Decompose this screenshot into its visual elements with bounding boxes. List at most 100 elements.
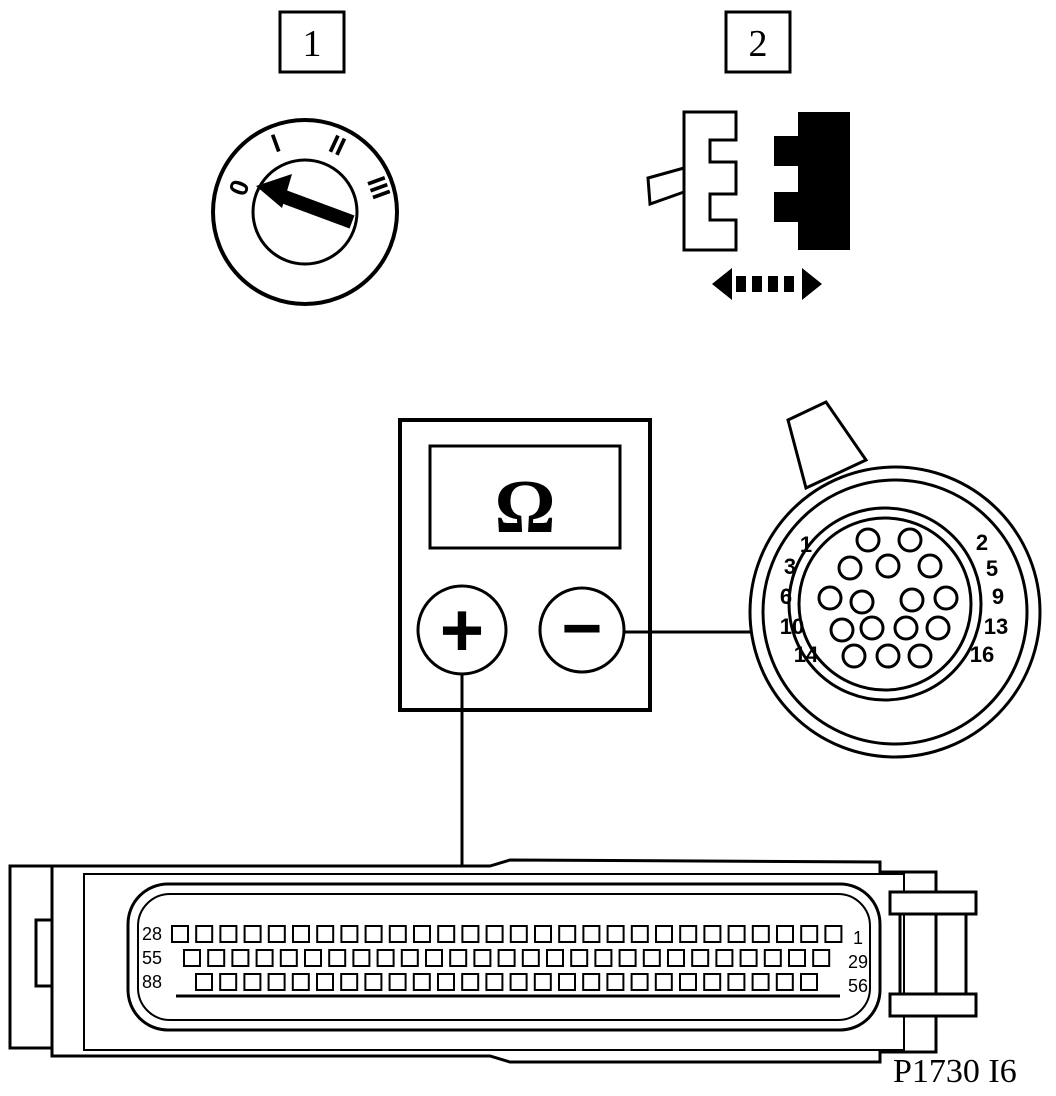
ecu-row-label-56: 56 (848, 976, 868, 996)
ecu-row-label-1: 1 (853, 928, 863, 948)
ecu-pin (812, 949, 831, 967)
ecu-pin (340, 925, 359, 943)
ecu-pin (570, 949, 589, 967)
ecu-pin (630, 973, 649, 991)
ecu-pin (800, 973, 818, 991)
ecu-pin (751, 925, 770, 943)
ecu-pin (207, 949, 226, 967)
ecu-pin (703, 925, 722, 943)
ecu-pin (316, 925, 335, 943)
ecu-pin (727, 925, 746, 943)
ecu-pin (582, 973, 601, 991)
ecu-pin (292, 925, 310, 943)
ecu-pin (824, 925, 843, 943)
ecu-pin (352, 949, 371, 967)
ecu-pin (667, 949, 685, 967)
ecu-pin (775, 973, 794, 991)
ecu-pin (788, 949, 806, 967)
ecu-pin (485, 973, 504, 991)
ecu-pin (776, 925, 794, 943)
ecu-pin (461, 973, 480, 991)
pin-label-6: 6 (780, 584, 792, 609)
pin-label-5: 5 (986, 556, 998, 581)
connector-pin-holes (817, 527, 959, 669)
ecu-pin (412, 973, 431, 991)
ecu-pin (558, 925, 577, 943)
ecu-pin (449, 949, 468, 967)
ecu-row-label-88: 88 (142, 972, 162, 992)
pin-label-10: 10 (780, 614, 804, 639)
ecu-pin (606, 973, 625, 991)
ecu-pin (521, 949, 540, 967)
ecu-pin (703, 973, 722, 991)
ecu-pin (679, 925, 698, 943)
ecu-pin (509, 925, 528, 943)
step-1-label: 1 (303, 23, 322, 65)
ecu-pin (171, 925, 189, 943)
ecu-pin (183, 949, 201, 967)
ecu-pin (195, 925, 214, 943)
ohmmeter-display (428, 444, 622, 550)
ecu-pin-row-1 (171, 925, 843, 943)
ecu-pin (642, 949, 661, 967)
round-connector: 1 2 3 5 6 9 10 13 14 16 (748, 400, 1042, 759)
pin-label-9: 9 (992, 584, 1004, 609)
step-2-box (724, 10, 792, 74)
ecu-pin (437, 973, 455, 991)
ecu-pin (243, 925, 262, 943)
ecu-pin (800, 925, 819, 943)
ecu-pin (509, 973, 528, 991)
ignition-switch-icon: 0 I II III (211, 118, 399, 306)
ecu-pin (582, 925, 601, 943)
ecu-pin (485, 925, 504, 943)
ecu-pin (267, 973, 286, 991)
ohm-symbol: Ω (495, 465, 556, 549)
ecu-pin (654, 973, 673, 991)
ecu-pin (618, 949, 637, 967)
step-1-box (278, 10, 346, 74)
ecu-pin (558, 973, 576, 991)
ecu-pin (655, 925, 673, 943)
ecu-pin (437, 925, 456, 943)
ecu-pin (388, 973, 407, 991)
plus-terminal-label: + (440, 588, 484, 673)
minus-terminal-label: − (562, 589, 603, 667)
ecu-pin (400, 949, 419, 967)
ecu-pin (376, 949, 395, 967)
ecu-pin (691, 949, 710, 967)
ohmmeter: Ω + − (398, 418, 652, 712)
ecu-pin (630, 925, 649, 943)
figure-code: P1730 I6 (893, 1053, 1017, 1090)
ecu-pin (533, 973, 552, 991)
ecu-pin (546, 949, 564, 967)
ecu-pin (340, 973, 359, 991)
ecu-pin (461, 925, 480, 943)
ecu-pin (594, 949, 613, 967)
ecu-pin (231, 949, 250, 967)
ecu-pin (267, 925, 286, 943)
step-2-group: 2 (724, 10, 792, 74)
pin-label-16: 16 (970, 642, 994, 667)
connector-disconnect-icon (646, 110, 850, 300)
pin-label-13: 13 (984, 614, 1008, 639)
ecu-pin (219, 925, 238, 943)
ecu-pin (727, 973, 746, 991)
step-1-group: 1 (278, 10, 346, 74)
ecu-row-label-55: 55 (142, 948, 162, 968)
ecu-pin (243, 973, 262, 991)
ecu-pin (279, 949, 298, 967)
ecu-row-label-29: 29 (848, 952, 868, 972)
ecu-pin (606, 925, 625, 943)
ecu-pin (364, 973, 383, 991)
ecu-pin (679, 973, 697, 991)
ecu-pin (763, 949, 782, 967)
ecu-pin (316, 973, 334, 991)
ecu-pin (219, 973, 238, 991)
ecu-pin (715, 949, 734, 967)
ecu-pin (388, 925, 407, 943)
ecu-pin (291, 973, 310, 991)
ecu-pin (255, 949, 274, 967)
pin-label-14: 14 (794, 642, 819, 667)
ecu-pin (425, 949, 443, 967)
